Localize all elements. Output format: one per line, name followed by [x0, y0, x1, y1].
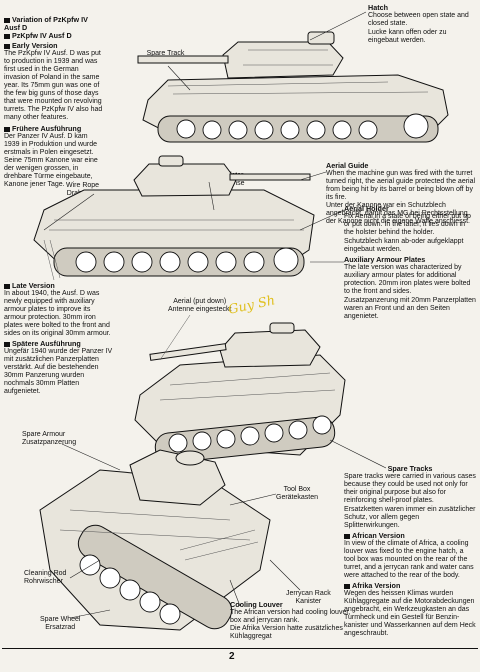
spare-tracks-title: Spare Tracks	[387, 464, 433, 473]
variation-text-block: Variation of PzKpfw IV Ausf D PzKpfw IV …	[4, 16, 104, 189]
variation-title: Variation of PzKpfw IV Ausf D	[4, 15, 88, 32]
cleaning-rod-label: Cleaning Rod Rohrwischer	[24, 570, 67, 585]
hatch-title: Hatch	[368, 3, 388, 12]
aerial-holder-text-en: Fix Aerial in a state of being either pu…	[344, 213, 471, 236]
hatch-text-en: Choose between open state and closed sta…	[368, 12, 469, 27]
early-text: The PzKpfw IV Ausf. D was put to product…	[4, 50, 103, 121]
bullet-icon	[4, 341, 10, 347]
hatch-callout: Hatch Choose between open state and clos…	[368, 4, 476, 45]
cooling-louver-text-en: The African version had cooling louver, …	[230, 609, 351, 624]
african-text-en: In view of the climate of Africa, a cool…	[344, 540, 474, 579]
late-text-en: In about 1940, the Ausf. D was newly equ…	[4, 290, 111, 337]
late-heading: Late Version	[4, 282, 114, 290]
cooling-louver-callout: Cooling Louver The African version had c…	[230, 601, 352, 641]
tank-rear-view-illustration	[33, 155, 315, 281]
aerial-guide-text-de: Unter der Kanone war ein Schutzblech ang…	[326, 202, 470, 225]
spare-tracks-callout: Spare Tracks Spare tracks were carried i…	[344, 465, 476, 530]
tank-african-version-illustration	[39, 449, 271, 631]
bullet-icon	[4, 43, 10, 49]
african-version-text-block: African Version In view of the climate o…	[344, 532, 476, 638]
spare-tracks-text-en: Spare tracks were carried in various cas…	[344, 473, 476, 504]
spaetere-heading: Spätere Ausführung	[4, 340, 114, 348]
early-heading: Early Version	[4, 42, 104, 50]
aerial-holder-text-de: Schutzblech kann ab-oder aufgeklappt ein…	[344, 238, 464, 253]
late-version-text-block: Late Version In about 1940, the Ausf. D …	[4, 282, 114, 396]
auxiliary-armour-callout: Auxiliary Armour Plates The late version…	[344, 256, 476, 321]
african-text-de: Wegen des heissen Klimas wurden Kühlaggr…	[344, 590, 476, 637]
cooling-louver-title: Cooling Louver	[230, 600, 283, 609]
bullet-icon	[344, 533, 350, 539]
auxiliary-armour-text-en: The late version was characterized by au…	[344, 264, 471, 295]
bullet-icon	[4, 126, 10, 132]
aerial-holder-title: Aerial Holder	[344, 204, 389, 213]
tank-late-version-illustration	[134, 314, 346, 464]
variation-subtitle: PzKpfw IV Ausf D	[4, 32, 104, 40]
bullet-icon	[4, 33, 10, 39]
jerrycan-rack-label: Jerrycan Rack Kanister	[286, 590, 331, 605]
aerial-guide-title: Aerial Guide	[326, 161, 369, 170]
aerial-guide-callout: Aerial Guide When the machine gun was fi…	[326, 162, 476, 226]
bullet-icon	[4, 283, 10, 289]
bullet-icon	[344, 583, 350, 589]
page-number: 2	[229, 651, 235, 662]
hatch-text-de: Lucke kann offen oder zu eingebaut werde…	[368, 29, 447, 44]
aerial-holder-callout: Aerial Holder Fix Aerial in a state of b…	[344, 205, 476, 254]
tool-box-label: Tool Box Gerätekasten	[276, 486, 319, 501]
bottom-rule	[2, 648, 478, 649]
late-text-de: Ungefär 1940 wurde der Panzer IV mit zus…	[4, 348, 113, 395]
auxiliary-armour-title: Auxiliary Armour Plates	[344, 255, 426, 264]
african-heading: African Version	[344, 532, 476, 540]
bullet-icon	[4, 17, 10, 23]
afrika-heading: Afrika Version	[344, 582, 476, 590]
aerial-put-down-label: Aerial (put down) Antenne eingesteckt	[168, 298, 232, 313]
tank-early-version-illustration	[137, 31, 449, 143]
spare-armour-label: Spare Armour Zusatzpanzerung	[22, 431, 77, 446]
aerial-guide-text-en: When the machine gun was fired with the …	[326, 170, 476, 201]
frueh-heading: Frühere Ausführung	[4, 125, 104, 133]
frueh-text: Der Panzer IV Ausf. D kam 1939 in Produk…	[4, 133, 98, 188]
auxiliary-armour-text-de: Zusatzpanzerung mit 20mm Panzerplatten w…	[344, 297, 476, 320]
spare-tracks-text-de: Ersatzketten waren immer ein zusätzliche…	[344, 506, 476, 529]
cooling-louver-text-de: Die Afrika Version hatte zusätzliches Kü…	[230, 625, 343, 640]
spare-wheel-label: Spare Wheel Ersatzrad	[40, 616, 81, 631]
